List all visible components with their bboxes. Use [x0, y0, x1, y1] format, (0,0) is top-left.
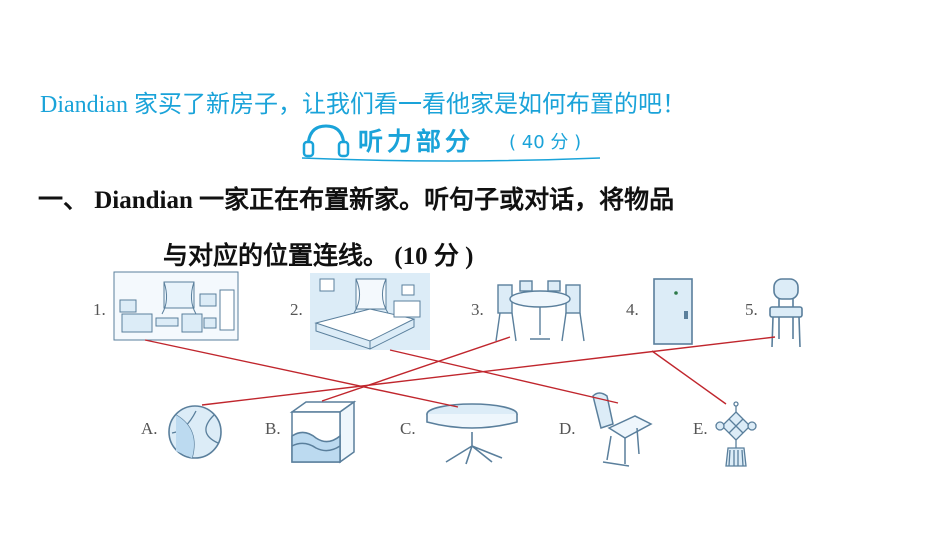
item-label-3: 3. — [471, 300, 484, 319]
door — [653, 278, 693, 345]
chinese-knot — [715, 401, 757, 467]
chair — [769, 278, 803, 348]
line-5-to-a — [201, 336, 776, 406]
item-label-e: E. — [693, 419, 708, 438]
round-table — [426, 403, 518, 465]
item-label-1: 1. — [93, 300, 106, 319]
school-desk-chair — [592, 392, 653, 467]
bedroom-scene — [310, 273, 430, 350]
item-label-b: B. — [265, 419, 281, 438]
ball — [168, 405, 222, 459]
box — [289, 400, 357, 464]
question-line-2: 与对应的位置连线。 (10 分 ) — [163, 243, 474, 270]
item-label-c: C. — [400, 419, 416, 438]
item-label-4: 4. — [626, 300, 639, 319]
living-room-scene — [113, 271, 239, 341]
line-2-to-d — [389, 349, 619, 404]
item-label-d: D. — [559, 419, 576, 438]
banner-score: ( 40 分 ) — [509, 132, 582, 153]
line-1-to-c — [144, 339, 459, 408]
line-3-to-b — [321, 336, 511, 402]
dining-table-chairs — [495, 280, 585, 342]
item-label-5: 5. — [745, 300, 758, 319]
headphones-icon — [302, 124, 350, 158]
line-4-to-e — [651, 350, 727, 405]
item-label-2: 2. — [290, 300, 303, 319]
section-banner — [301, 124, 601, 162]
item-label-a: A. — [141, 419, 158, 438]
banner-underline — [301, 157, 601, 162]
question-line-1: 一、 Diandian 一家正在布置新家。听句子或对话，将物品 — [38, 187, 675, 214]
banner-title: 听力部分 — [358, 127, 475, 156]
intro-text: Diandian 家买了新房子，让我们看一看他家是如何布置的吧！ — [40, 92, 686, 118]
